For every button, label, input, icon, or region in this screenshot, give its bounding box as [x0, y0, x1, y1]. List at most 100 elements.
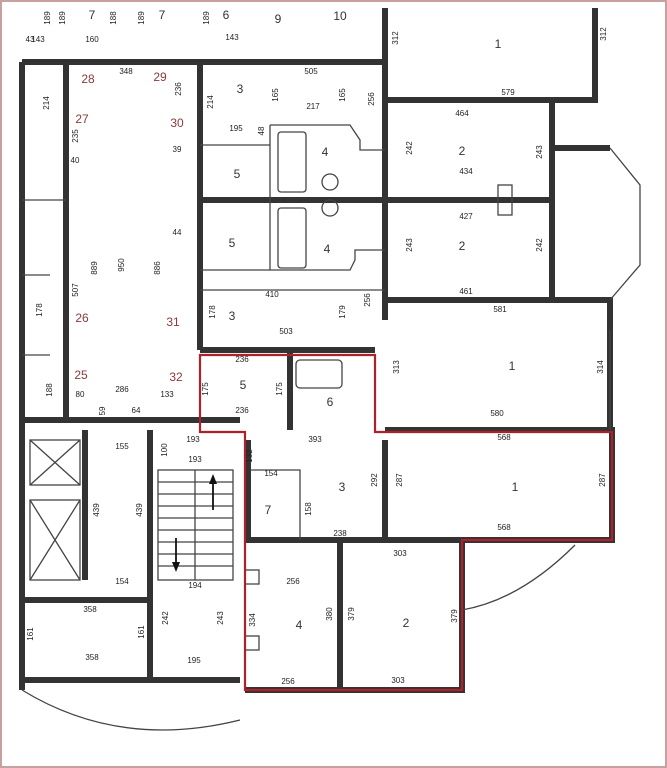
room-label-r4_b: 4: [324, 242, 331, 256]
dimension-label-d503: 503: [279, 327, 293, 336]
axis-label-ax31: 31: [166, 315, 180, 329]
dimension-label-d886: 886: [153, 261, 162, 275]
dimension-label-d154a: 154: [264, 469, 278, 478]
dimension-label-d178b: 178: [208, 305, 217, 319]
room-label-r1_top: 1: [495, 37, 502, 51]
room-label-r9_top: 9: [275, 12, 282, 26]
dimension-label-d189a: 189: [58, 11, 67, 25]
dimension-label-d193a: 193: [186, 435, 200, 444]
dimension-label-d175a: 175: [201, 382, 210, 396]
room-label-r4_a: 4: [322, 145, 329, 159]
dimension-label-d214b: 214: [206, 95, 215, 109]
dimension-label-d256d: 256: [281, 677, 295, 686]
dimension-label-d160: 160: [85, 35, 99, 44]
room-label-r5_c: 5: [240, 378, 247, 392]
highlighted-apartment-outline: [198, 353, 614, 692]
dimension-label-d312a: 312: [391, 31, 400, 45]
dimension-label-d439a: 439: [92, 503, 101, 517]
dimension-label-d165b: 165: [338, 88, 347, 102]
room-label-r7: 7: [265, 503, 272, 517]
dimension-label-d143b: 143: [225, 33, 239, 42]
dimension-label-d39: 39: [173, 145, 182, 154]
room-label-r2_b: 2: [459, 239, 466, 253]
dimension-label-d581: 581: [493, 305, 507, 314]
fixtures: [244, 131, 513, 651]
axis-label-ax27: 27: [75, 112, 89, 126]
dimension-label-d64: 64: [132, 406, 141, 415]
dimension-label-d256c: 256: [286, 577, 300, 586]
dimension-label-d161b: 161: [137, 625, 146, 639]
room-label-r1_mid: 1: [509, 359, 516, 373]
room-label-r2_a: 2: [459, 144, 466, 158]
staircase: [157, 469, 234, 581]
dimension-label-d133: 133: [160, 390, 174, 399]
dimension-label-d568a: 568: [497, 433, 511, 442]
dimension-label-d195a: 195: [229, 124, 243, 133]
dimension-label-d189c: 189: [202, 11, 211, 25]
dimension-label-d179: 179: [338, 305, 347, 319]
room-label-r3_top: 3: [237, 82, 244, 96]
dimension-label-d236a: 236: [174, 82, 183, 96]
dimension-label-d358a: 358: [83, 605, 97, 614]
dimension-label-d580: 580: [490, 409, 504, 418]
room-label-r5_b: 5: [229, 236, 236, 250]
axis-label-ax26: 26: [75, 311, 89, 325]
dimension-label-d348: 348: [119, 67, 133, 76]
room-label-r5_a: 5: [234, 167, 241, 181]
dimension-label-d188: 188: [109, 11, 118, 25]
dimension-label-d143a: 143: [31, 35, 45, 44]
dimension-label-d100: 100: [160, 443, 169, 457]
dimension-label-d44: 44: [173, 228, 182, 237]
dimension-label-d950: 950: [117, 258, 126, 272]
room-label-r7_top_a: 7: [89, 8, 96, 22]
dimension-label-d286: 286: [115, 385, 129, 394]
dimension-label-d43: 43: [26, 35, 35, 44]
dimension-label-d507: 507: [71, 283, 80, 297]
room-label-r7_top_b: 7: [159, 8, 166, 22]
dimension-label-d410: 410: [265, 290, 279, 299]
dimension-label-d393: 393: [308, 435, 322, 444]
dimension-label-d80: 80: [76, 390, 85, 399]
axis-label-ax28: 28: [81, 72, 95, 86]
dimension-label-d579: 579: [501, 88, 515, 97]
dimension-label-d48: 48: [257, 126, 266, 135]
dimension-label-d236c: 236: [235, 406, 249, 415]
dimension-label-d243c: 243: [216, 611, 225, 625]
axis-label-ax29: 29: [153, 70, 167, 84]
dimension-label-d40: 40: [71, 156, 80, 165]
room-label-r4_c: 4: [296, 618, 303, 632]
dimension-label-d314: 314: [596, 360, 605, 374]
dimension-label-d178a: 178: [35, 303, 44, 317]
room-label-r6: 6: [327, 395, 334, 409]
dimension-label-d243b: 243: [405, 238, 414, 252]
dimension-label-d461: 461: [459, 287, 473, 296]
dimension-label-d214a: 214: [42, 96, 51, 110]
dimension-label-d464: 464: [455, 109, 469, 118]
room-label-r1_low: 1: [512, 480, 519, 494]
dimension-label-d427: 427: [459, 212, 473, 221]
dimension-label-d132: 132: [245, 449, 254, 463]
elevator-shafts: [29, 439, 81, 581]
dimension-label-d256b: 256: [363, 293, 372, 307]
room-label-r2_c: 2: [403, 616, 410, 630]
dimension-label-d158: 158: [304, 502, 313, 516]
dimension-label-d256a: 256: [367, 92, 376, 106]
dimension-label-d195b: 195: [187, 656, 201, 665]
room-label-r3_b: 3: [229, 309, 236, 323]
dimension-label-d312b: 312: [599, 27, 608, 41]
dimension-label-d303b: 303: [391, 676, 405, 685]
dimension-label-d165a: 165: [271, 88, 280, 102]
room-label-r10_top: 10: [333, 9, 347, 23]
axis-label-ax32: 32: [169, 370, 183, 384]
room-label-r3_c: 3: [339, 480, 346, 494]
interior-lines: [21, 124, 641, 731]
dimension-label-d193b: 193: [188, 455, 202, 464]
dimension-label-d235: 235: [71, 129, 80, 143]
dimension-label-d155: 155: [115, 442, 129, 451]
dimension-label-d303a: 303: [393, 549, 407, 558]
axis-label-ax30: 30: [170, 116, 184, 130]
dimension-label-d161a: 161: [26, 627, 35, 641]
